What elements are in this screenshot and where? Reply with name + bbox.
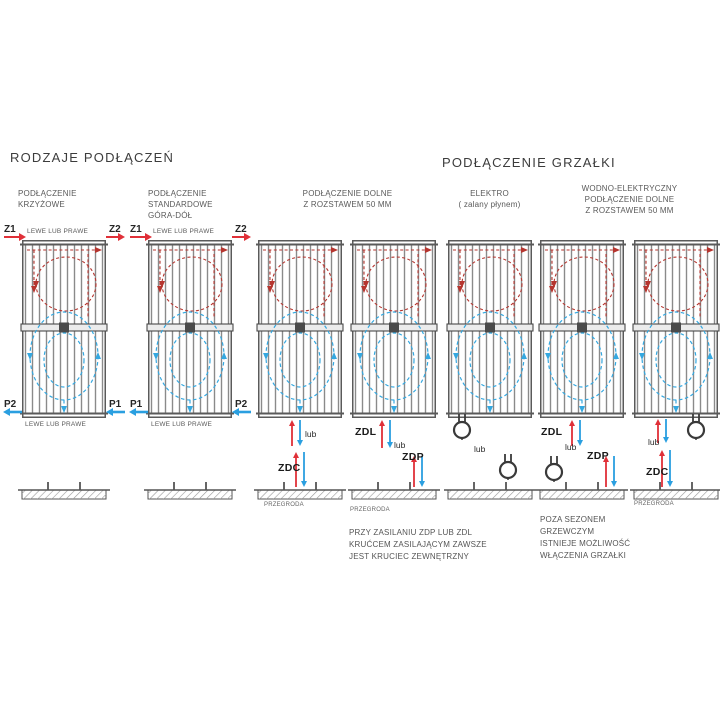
label-or-bottom50-a: lub [305, 429, 317, 439]
note-supply-stub: PRZY ZASILANIU ZDP LUB ZDL KRUĆCEM ZASIL… [349, 528, 487, 561]
label-partition-1: PRZEGRODA [264, 502, 304, 508]
floor-slab-2 [143, 481, 237, 500]
section-title-connection-types: RODZAJE PODŁĄCZEŃ [10, 150, 175, 165]
arrows-water-electric-a [569, 420, 617, 487]
radiator-standard [145, 239, 235, 419]
col-title-bottom-50: PODŁĄCZENIE DOLNE Z ROZSTAWEM 50 MM [302, 189, 393, 209]
power-plug-icon [498, 452, 518, 482]
section-title-heater-connection: PODŁĄCZENIE GRZAŁKI [442, 155, 616, 170]
label-zdp-bottom50: ZDP [402, 451, 424, 463]
radiator-water-electric-b [631, 239, 720, 419]
col-title-electric: ELEKTRO ( zalany płynem) [458, 189, 521, 209]
col-title-standard: PODŁĄCZENIE STANDARDOWE GÓRA-DÓŁ [148, 189, 213, 220]
floor-slab-1 [17, 481, 111, 500]
label-zdc-water-electric: ZDC [646, 466, 669, 478]
label-p1-cross: P1 [109, 399, 122, 410]
note-heater-offseason: POZA SEZONEM GRZEWCZYM ISTNIEJE MOŻLIWOŚ… [540, 515, 631, 560]
radiator-bottom50-a [255, 239, 345, 419]
arrows-bottom50-a [289, 420, 307, 487]
label-or-electric: lub [474, 444, 486, 454]
arrows-water-electric-b [655, 419, 673, 487]
radiator-bottom50-b [349, 239, 439, 419]
label-z1-cross: Z1 [4, 224, 16, 235]
label-z2-cross: Z2 [109, 224, 121, 235]
label-partition-3: PRZEGRODA [634, 501, 674, 507]
label-p1-standard: P1 [130, 399, 143, 410]
label-zdp-water-electric: ZDP [587, 450, 609, 462]
radiator-electric [445, 239, 535, 419]
label-z1-standard: Z1 [130, 224, 142, 235]
floor-slab-3 [253, 481, 347, 500]
power-plug-icon [544, 454, 564, 484]
radiator-water-electric-a [537, 239, 627, 419]
note-left-or-right-top-cross: LEWE LUB PRAWE [27, 228, 89, 235]
floor-slab-5 [443, 481, 537, 500]
label-or-bottom50-b: lub [394, 440, 406, 450]
label-or-water-electric-b: lub [648, 437, 660, 447]
note-left-or-right-bottom-standard: LEWE LUB PRAWE [151, 421, 213, 428]
label-p2-standard: P2 [235, 399, 248, 410]
label-zdc-bottom50: ZDC [278, 462, 301, 474]
col-title-water-electric: WODNO-ELEKTRYCZNY PODŁĄCZENIE DOLNE Z RO… [581, 184, 678, 215]
label-partition-2: PRZEGRODA [350, 507, 390, 513]
radiator-cross [19, 239, 109, 419]
arrows-bottom50-b [379, 420, 425, 487]
col-title-cross: PODŁĄCZENIE KRZYŻOWE [18, 189, 77, 209]
label-zdl-water-electric: ZDL [541, 426, 563, 438]
arrows-cross [3, 233, 125, 416]
label-p2-cross: P2 [4, 399, 17, 410]
label-z2-standard: Z2 [235, 224, 247, 235]
label-or-water-electric-a: lub [565, 442, 577, 452]
note-left-or-right-bottom-cross: LEWE LUB PRAWE [25, 421, 87, 428]
floor-slab-4 [347, 481, 441, 500]
note-left-or-right-top-standard: LEWE LUB PRAWE [153, 228, 215, 235]
arrows-standard [129, 233, 251, 416]
floor-slab-7 [629, 481, 720, 500]
label-zdl-bottom50: ZDL [355, 426, 377, 438]
